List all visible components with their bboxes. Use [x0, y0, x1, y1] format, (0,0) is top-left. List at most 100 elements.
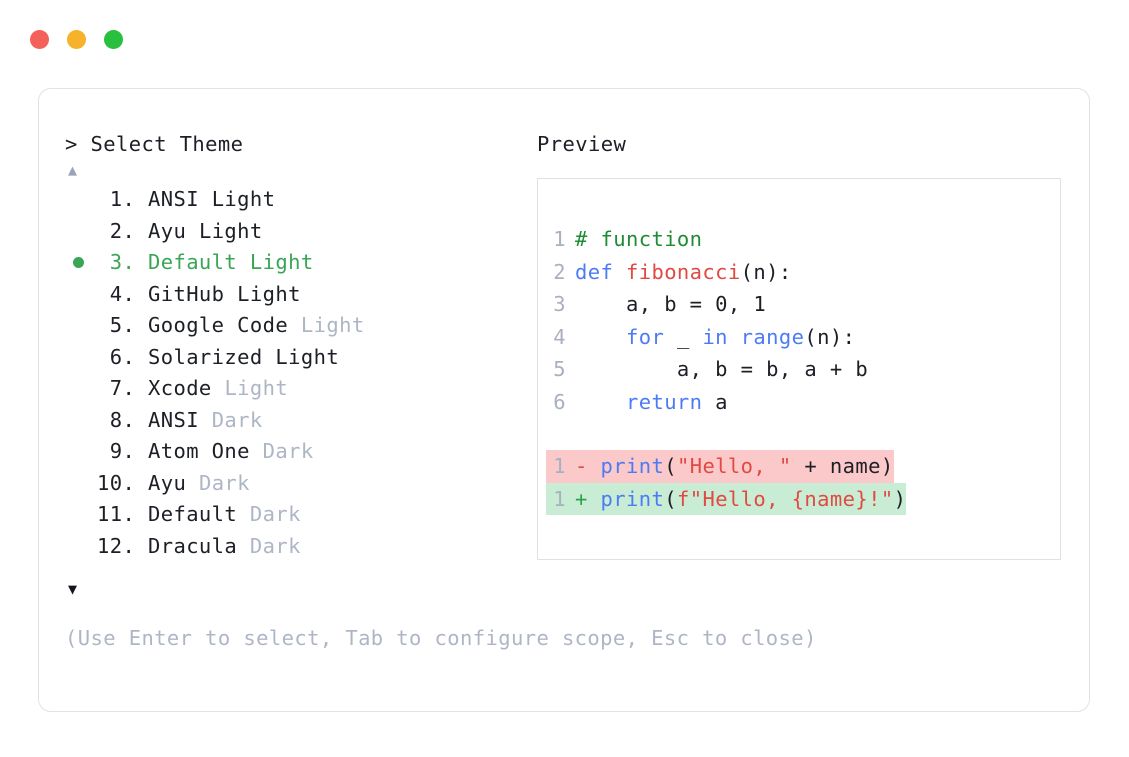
theme-item-name: Default [147, 250, 238, 274]
theme-item-index: 7. [97, 376, 148, 400]
theme-list-item[interactable]: 8. ANSI Dark [65, 405, 535, 437]
code-token: a, b = b, a + b [575, 357, 869, 381]
theme-item-index: 12. [97, 533, 148, 558]
code-token: in [702, 324, 728, 349]
theme-item-name: Dracula [147, 533, 238, 558]
code-line: 2 def fibonacci(n): [546, 256, 1060, 289]
code-token: (n): [740, 259, 792, 284]
code-line: 4 for _ in range(n): [546, 321, 1060, 354]
code-line-number: 3 [553, 292, 566, 316]
theme-list-item[interactable]: 2. Ayu Light [65, 216, 535, 248]
theme-item-index: 1. [97, 187, 148, 211]
code-line: 1# function [546, 223, 1060, 256]
keyboard-hint: (Use Enter to select, Tab to configure s… [65, 626, 817, 650]
theme-item-variant: Light [249, 250, 314, 274]
theme-item-index: 2. [97, 218, 148, 243]
code-token: print [600, 454, 665, 478]
theme-item-variant: Light [300, 313, 365, 337]
scroll-down-icon[interactable]: ▼ [68, 580, 78, 598]
theme-item-name: Solarized [147, 344, 263, 369]
code-token: for [625, 324, 665, 349]
minimize-window-button[interactable] [67, 30, 86, 49]
theme-item-name: Ayu [147, 218, 187, 243]
code-token [575, 325, 626, 349]
theme-list-item[interactable]: 10. Ayu Dark [65, 468, 535, 500]
code-token: "Hello, " [676, 454, 792, 478]
theme-list-item[interactable]: 1. ANSI Light [65, 184, 535, 216]
theme-item-variant: Light [224, 376, 289, 400]
selected-bullet-icon [73, 257, 84, 269]
code-token [575, 390, 626, 414]
scroll-up-icon[interactable]: ▲ [68, 161, 78, 179]
code-token: a [702, 389, 728, 414]
code-token: ) [880, 454, 894, 478]
theme-item-index: 9. [97, 439, 148, 463]
preview-diff: 1- print("Hello, " + name)1+ print(f"Hel… [538, 450, 1060, 515]
theme-item-variant: Light [211, 187, 276, 211]
theme-list-item[interactable]: 6. Solarized Light [65, 342, 535, 374]
theme-item-variant: Light [237, 281, 301, 306]
code-token: f"Hello, {name}!" [676, 486, 894, 511]
theme-select-prompt: > Select Theme [65, 132, 244, 156]
theme-item-index: 5. [97, 313, 148, 337]
theme-select-panel: > Select Theme ▲ 1. ANSI Light 2. Ayu Li… [65, 129, 535, 600]
code-token: ( [664, 454, 677, 478]
close-window-button[interactable] [30, 30, 49, 49]
theme-item-variant: Dark [262, 439, 314, 463]
theme-item-index: 11. [97, 502, 148, 526]
theme-item-variant: Light [275, 344, 340, 369]
code-token: a, b = 0, 1 [575, 292, 767, 316]
theme-item-name: Ayu [147, 470, 187, 495]
diff-line-add: 1+ print(f"Hello, {name}!") [546, 482, 907, 515]
theme-item-index: 8. [97, 407, 148, 432]
theme-item-name: ANSI [147, 187, 199, 211]
code-line-number: 2 [553, 259, 566, 284]
theme-list-item[interactable]: 5. Google Code Light [65, 310, 535, 342]
theme-item-variant: Dark [249, 533, 301, 558]
theme-list-item[interactable]: 11. Default Dark [65, 499, 535, 531]
code-line-number: 5 [553, 357, 566, 381]
code-token: (n): [804, 324, 856, 349]
theme-list-item[interactable]: 7. Xcode Light [65, 373, 535, 405]
diff-line-del: 1- print("Hello, " + name) [546, 450, 894, 483]
code-line-number: 4 [553, 324, 566, 349]
theme-item-index: 10. [97, 470, 148, 495]
theme-item-name: Google Code [147, 313, 289, 337]
code-token: print [600, 486, 665, 511]
code-line: 6 return a [546, 386, 1060, 419]
theme-item-name: Default [147, 502, 238, 526]
code-token: range [740, 324, 805, 349]
theme-list-item[interactable]: 4. GitHub Light [65, 279, 535, 311]
theme-list: 1. ANSI Light 2. Ayu Light 3. Default Li… [65, 184, 535, 562]
theme-item-variant: Light [198, 218, 263, 243]
code-token: ) [893, 486, 907, 511]
code-token: return [625, 389, 703, 414]
theme-item-variant: Dark [198, 470, 250, 495]
theme-item-name: Atom One [147, 439, 250, 463]
theme-list-item[interactable]: 12. Dracula Dark [65, 531, 535, 563]
theme-item-variant: Dark [249, 502, 301, 526]
code-line: 3 a, b = 0, 1 [546, 288, 1060, 321]
diff-sign: + [575, 486, 588, 511]
theme-item-index: 3. [97, 250, 148, 274]
maximize-window-button[interactable] [104, 30, 123, 49]
diff-line-number: 1 [553, 486, 566, 511]
code-token: fibonacci [625, 259, 741, 284]
code-token: def [575, 259, 626, 284]
theme-item-index: 6. [97, 344, 148, 369]
diff-sign: - [575, 454, 588, 478]
theme-picker-card: > Select Theme ▲ 1. ANSI Light 2. Ayu Li… [38, 88, 1090, 712]
theme-item-name: Xcode [147, 376, 212, 400]
theme-list-item[interactable]: 3. Default Light [65, 247, 535, 279]
theme-item-index: 4. [97, 281, 148, 306]
code-line: 5 a, b = b, a + b [546, 353, 1060, 386]
diff-line-number: 1 [553, 454, 566, 478]
code-line-number: 6 [553, 389, 566, 414]
theme-item-name: ANSI [147, 407, 199, 432]
theme-item-variant: Dark [211, 407, 263, 432]
code-token: _ [664, 324, 703, 349]
theme-list-item[interactable]: 9. Atom One Dark [65, 436, 535, 468]
